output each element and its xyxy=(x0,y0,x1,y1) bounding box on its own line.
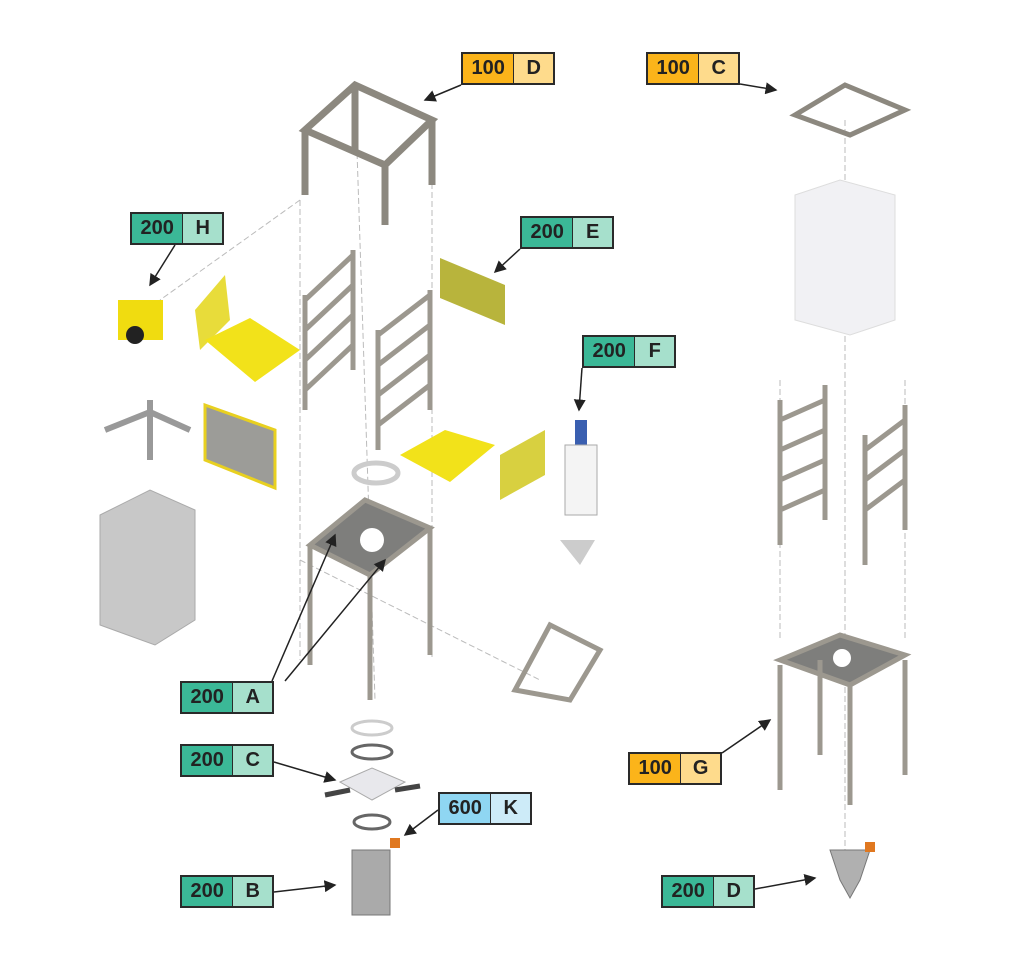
callout-number: 100 xyxy=(463,54,515,83)
callout-letter: A xyxy=(233,683,272,712)
yellow-panels xyxy=(118,258,545,500)
callout-letter: G xyxy=(681,754,720,783)
callout-letter: D xyxy=(714,877,753,906)
callout-number: 200 xyxy=(663,877,715,906)
callout-letter: C xyxy=(233,746,272,775)
dust-collector xyxy=(560,420,598,565)
callout-number: 200 xyxy=(182,746,234,775)
callout-letter: K xyxy=(491,794,530,823)
callout-number: 200 xyxy=(132,214,184,243)
discharge-frame xyxy=(305,460,604,703)
callout-number: 600 xyxy=(440,794,492,823)
callout-number: 200 xyxy=(182,877,234,906)
callout-number: 100 xyxy=(648,54,700,83)
right-frame xyxy=(773,82,912,805)
callout-letter: B xyxy=(233,877,272,906)
big-bags xyxy=(99,179,896,646)
callout-number: 200 xyxy=(522,218,574,247)
callout-letter: F xyxy=(635,337,674,366)
callout-arrows xyxy=(149,82,817,893)
callout-number: 100 xyxy=(630,754,682,783)
spout-parts xyxy=(324,719,875,916)
callout-letter: H xyxy=(183,214,222,243)
callout-letter: C xyxy=(699,54,738,83)
callout-letter: D xyxy=(514,54,553,83)
callout-number: 200 xyxy=(584,337,636,366)
top-frame xyxy=(298,80,439,225)
callout-letter: E xyxy=(573,218,612,247)
callout-number: 200 xyxy=(182,683,234,712)
cage-frame xyxy=(302,250,433,450)
